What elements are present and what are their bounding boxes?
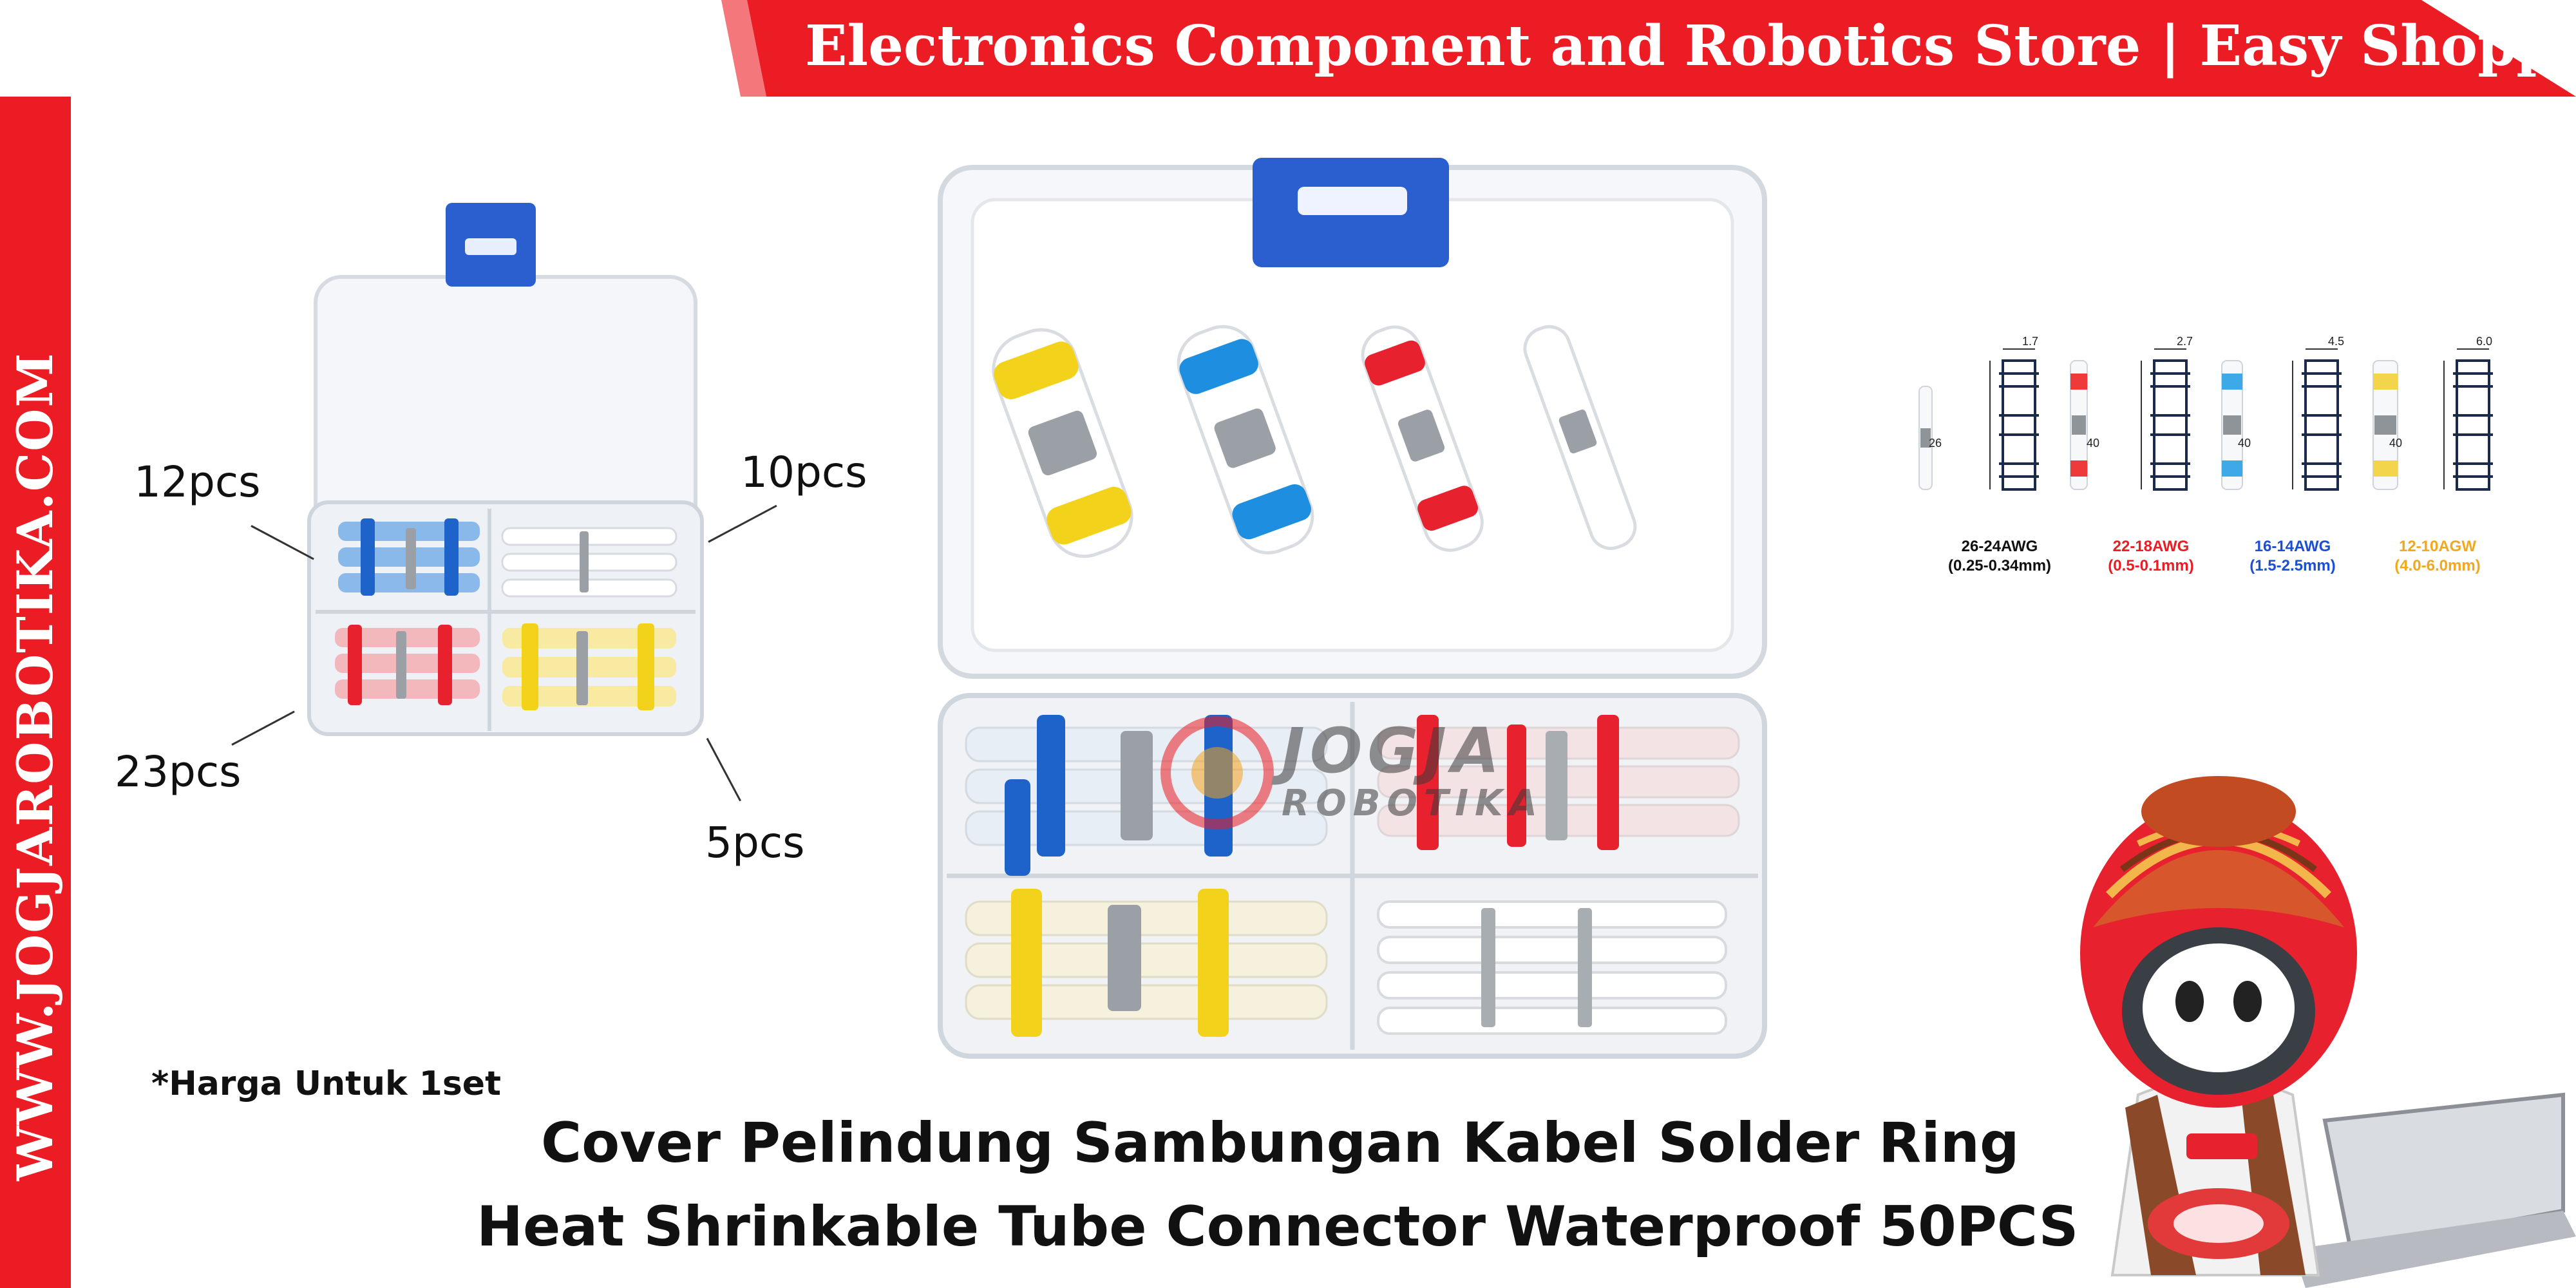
watermark-line1: JOGJA <box>1282 715 1505 787</box>
spec-width-2: 2.7 <box>2177 335 2193 348</box>
spec-width-3: 4.5 <box>2328 335 2345 348</box>
mascot-robot <box>2080 776 2576 1288</box>
product-title-line2: Heat Shrinkable Tube Connector Waterproo… <box>477 1195 2079 1259</box>
product-title-line1: Cover Pelindung Sambungan Kabel Solder R… <box>541 1111 2020 1175</box>
watermark-line2: ROBOTIKA <box>1282 782 1544 824</box>
spec-width-1: 1.7 <box>2022 335 2039 348</box>
spec-width-4: 6.0 <box>2476 335 2493 348</box>
spec-mm-4: (4.0-6.0mm) <box>2394 557 2481 574</box>
spec-group-2 <box>2070 348 2190 491</box>
spec-group-1 <box>1918 348 2039 491</box>
banner-tagline: Electronics Component and Robotics Store… <box>805 14 2576 79</box>
label-23pcs: 23pcs <box>115 747 242 797</box>
label-5pcs: 5pcs <box>705 818 805 867</box>
small-box-image <box>307 203 704 736</box>
spec-length-4: 40 <box>2389 437 2403 450</box>
spec-length-2: 40 <box>2087 437 2100 450</box>
spec-awg-4: 12-10AGW <box>2398 538 2477 555</box>
spec-mm-2: (0.5-0.1mm) <box>2108 557 2194 574</box>
label-12pcs: 12pcs <box>134 457 261 507</box>
watermark-emblem <box>1160 716 1274 829</box>
large-box-image <box>938 158 1767 1059</box>
spec-length-1: 26 <box>1929 437 1942 450</box>
size-spec-diagram: 1.7 2.7 4.5 6.0 26 40 40 40 26-24AWG 22-… <box>1900 316 2544 599</box>
banner-shape <box>721 0 2576 97</box>
spec-group-3 <box>2221 348 2342 491</box>
spec-group-4 <box>2372 348 2493 491</box>
price-note: *Harga Untuk 1set <box>151 1065 501 1103</box>
spec-awg-3: 16-14AWG <box>2254 538 2331 555</box>
spec-mm-1: (0.25-0.34mm) <box>1947 557 2052 574</box>
website-sidebar <box>0 97 71 1288</box>
label-10pcs: 10pcs <box>741 448 867 497</box>
spec-awg-1: 26-24AWG <box>1961 538 2038 555</box>
website-url: WWW.JOGJAROBOTIKA.COM <box>6 352 64 1181</box>
watermark-logo: JOGJA ROBOTIKA <box>1159 702 1610 844</box>
top-banner: Electronics Component and Robotics Store… <box>0 0 2576 97</box>
spec-awg-2: 22-18AWG <box>2112 538 2190 555</box>
spec-mm-3: (1.5-2.5mm) <box>2249 557 2336 574</box>
spec-drawing <box>1918 348 2493 491</box>
spec-length-3: 40 <box>2238 437 2251 450</box>
